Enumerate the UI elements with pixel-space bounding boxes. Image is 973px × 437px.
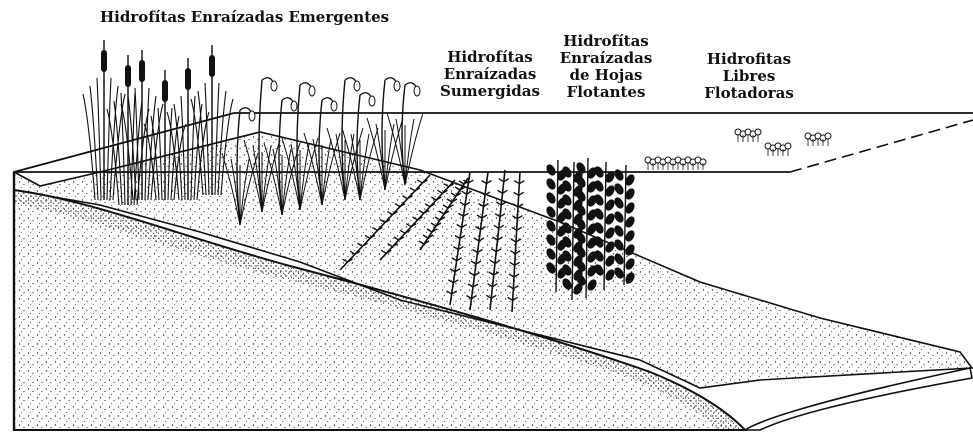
label-hojas-line4: Flotantes <box>552 84 660 101</box>
free-floating-cluster <box>735 129 761 142</box>
label-libres-flotadoras: Hidrofitas Libres Flotadoras <box>694 51 804 102</box>
floating-leaf-plant <box>593 162 617 290</box>
label-libres-line1: Hidrofitas <box>694 51 804 68</box>
label-hojas-line3: de Hojas <box>552 67 660 84</box>
label-hojas-line2: Enraízadas <box>552 50 660 67</box>
label-sumergidas-line2: Enraízadas <box>434 66 546 83</box>
free-floating-cluster <box>645 157 706 170</box>
label-sumergidas-line1: Hidrofítas <box>434 49 546 66</box>
label-libres-line3: Flotadoras <box>694 85 804 102</box>
free-floating-plants <box>645 129 831 170</box>
water-surface-right <box>790 120 973 172</box>
label-sumergidas: Hidrofítas Enraízadas Sumergidas <box>434 49 546 100</box>
label-libres-line2: Libres <box>694 68 804 85</box>
label-hojas-flotantes: Hidrofítas Enraízadas de Hojas Flotantes <box>552 33 660 101</box>
label-emergentes-text: Hidrofítas Enraízadas Emergentes <box>100 9 389 26</box>
label-sumergidas-line3: Sumergidas <box>434 83 546 100</box>
label-hojas-line1: Hidrofítas <box>552 33 660 50</box>
free-floating-cluster <box>805 133 831 146</box>
label-emergentes: Hidrofítas Enraízadas Emergentes <box>100 9 389 26</box>
free-floating-cluster <box>765 143 791 156</box>
